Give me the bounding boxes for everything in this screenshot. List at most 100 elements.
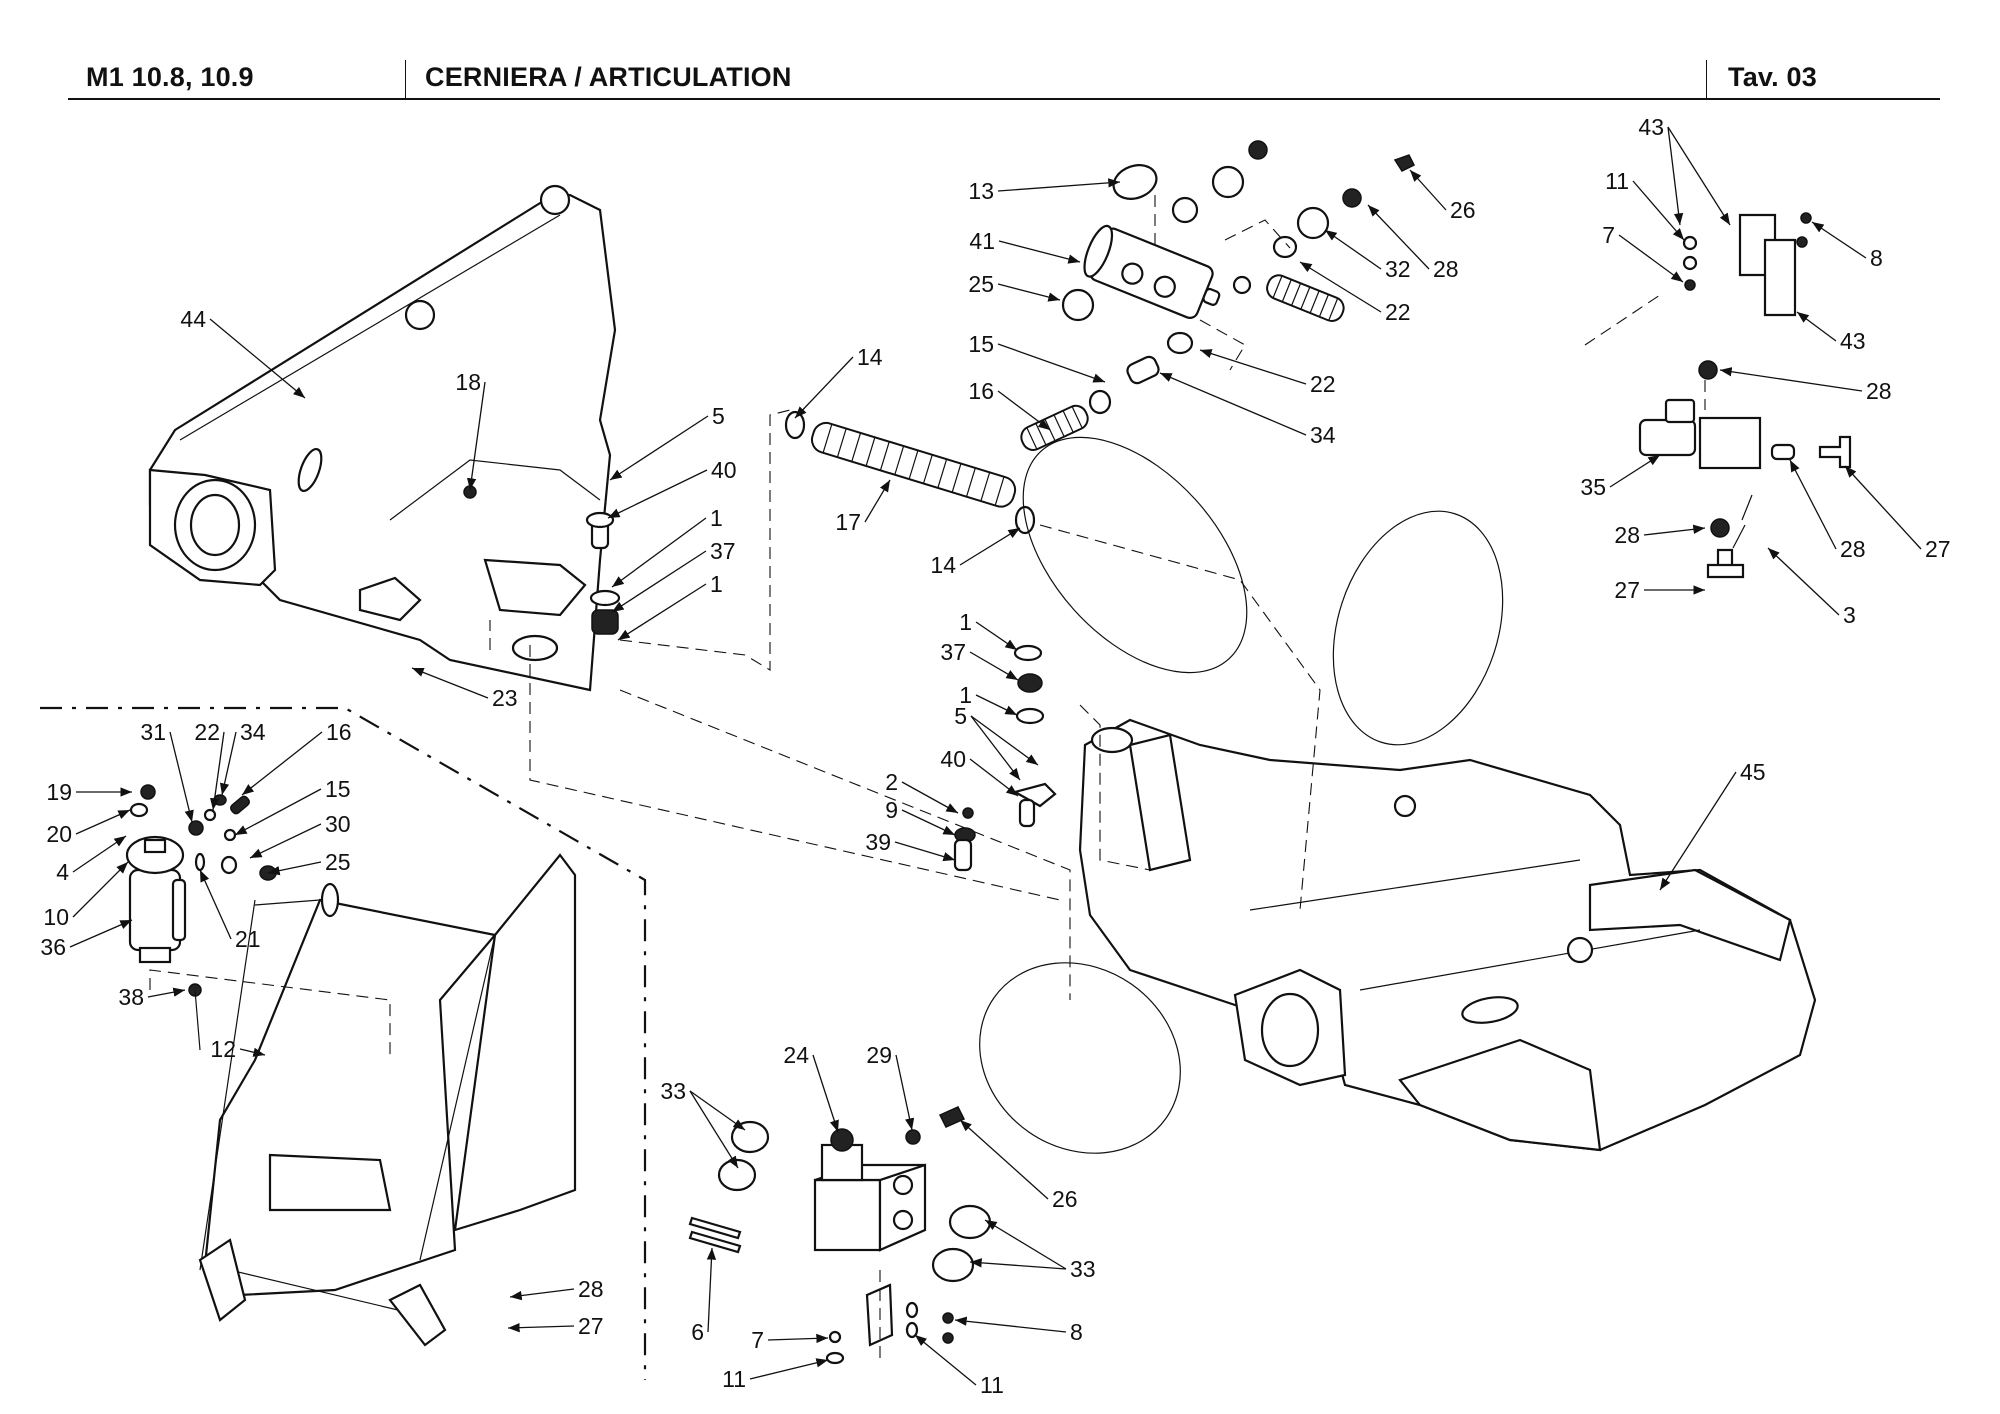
callout-24[interactable]: 24 [783, 1042, 839, 1133]
callout-20[interactable]: 20 [46, 809, 131, 847]
callout-43[interactable]: 43 [1638, 114, 1731, 226]
callout-label: 18 [455, 369, 481, 395]
callout-9[interactable]: 9 [885, 797, 956, 836]
callout-22[interactable]: 22 [1199, 349, 1336, 397]
callout-26[interactable]: 26 [1409, 169, 1476, 223]
callout-16[interactable]: 16 [241, 719, 352, 796]
callout-44[interactable]: 44 [180, 306, 306, 399]
valve-block-24[interactable] [688, 1106, 992, 1365]
hose-assembly-17[interactable] [784, 410, 1036, 535]
leader-line [241, 731, 323, 796]
callout-22[interactable]: 22 [1299, 261, 1411, 325]
callout-11[interactable]: 11 [914, 1334, 1004, 1398]
leader-line [914, 1334, 977, 1386]
callout-16[interactable]: 16 [968, 378, 1051, 431]
valve-bracket-43[interactable] [1682, 212, 1812, 317]
callout-38[interactable]: 38 [118, 984, 186, 1010]
callout-41[interactable]: 41 [969, 228, 1081, 264]
callout-34[interactable]: 34 [219, 719, 266, 796]
callout-15[interactable]: 15 [234, 776, 351, 836]
pivot-pin-lower[interactable] [953, 644, 1057, 872]
callout-28[interactable]: 28 [1789, 459, 1866, 562]
callout-33[interactable]: 33 [660, 1078, 746, 1169]
callout-8[interactable]: 8 [954, 1316, 1083, 1345]
callout-34[interactable]: 34 [1159, 372, 1336, 448]
callout-1[interactable]: 1 [617, 571, 723, 641]
callout-33[interactable]: 33 [969, 1219, 1096, 1282]
callout-label: 19 [46, 779, 72, 805]
rear-frame-part[interactable] [148, 184, 617, 692]
callout-25[interactable]: 25 [267, 849, 351, 876]
callout-40[interactable]: 40 [940, 746, 1019, 797]
callout-28[interactable]: 28 [1719, 367, 1892, 404]
callout-31[interactable]: 31 [140, 719, 194, 823]
callout-19[interactable]: 19 [46, 779, 132, 805]
callout-40[interactable]: 40 [607, 457, 737, 519]
filter-36[interactable] [125, 784, 277, 964]
callout-30[interactable]: 30 [249, 811, 351, 859]
callout-3[interactable]: 3 [1767, 547, 1856, 628]
callout-32[interactable]: 32 [1324, 229, 1411, 282]
leader-line [864, 479, 891, 523]
callout-4[interactable]: 4 [56, 835, 127, 885]
callout-12[interactable]: 12 [210, 1036, 266, 1062]
callout-6[interactable]: 6 [691, 1247, 717, 1345]
callout-10[interactable]: 10 [43, 861, 129, 930]
callout-11[interactable]: 11 [1605, 168, 1685, 241]
callout-1[interactable]: 1 [611, 505, 723, 588]
callout-8[interactable]: 8 [1811, 221, 1883, 271]
callout-21[interactable]: 21 [199, 869, 261, 952]
leader-line [689, 1090, 739, 1169]
detail-bubble-manifold [1022, 436, 1248, 674]
leader-line [239, 1047, 266, 1057]
callout-36[interactable]: 36 [40, 919, 133, 960]
callout-1[interactable]: 1 [959, 682, 1018, 716]
callout-35[interactable]: 35 [1580, 454, 1661, 500]
callout-37[interactable]: 37 [611, 538, 736, 613]
loader-frame-part[interactable] [188, 853, 577, 1347]
callout-45[interactable]: 45 [1659, 759, 1766, 891]
callout-28[interactable]: 28 [1614, 522, 1706, 548]
callout-5[interactable]: 5 [609, 403, 725, 481]
leader-line [1324, 229, 1382, 270]
callout-11[interactable]: 11 [722, 1358, 829, 1392]
callout-14[interactable]: 14 [794, 344, 883, 419]
callout-39[interactable]: 39 [865, 829, 956, 862]
leader-line [1667, 126, 1731, 226]
leader-line [72, 861, 129, 918]
callout-27[interactable]: 27 [1844, 465, 1951, 562]
callout-43[interactable]: 43 [1796, 311, 1866, 354]
callout-label: 1 [959, 682, 972, 708]
callout-28[interactable]: 28 [1367, 204, 1459, 282]
callout-17[interactable]: 17 [835, 479, 891, 535]
callout-5[interactable]: 5 [954, 703, 1039, 781]
callout-14[interactable]: 14 [930, 527, 1021, 578]
callout-37[interactable]: 37 [940, 639, 1019, 681]
front-frame-part[interactable] [1078, 718, 1817, 1152]
callout-label: 33 [1070, 1256, 1096, 1282]
callout-13[interactable]: 13 [968, 178, 1121, 204]
callout-22[interactable]: 22 [194, 719, 225, 811]
leader-line [794, 356, 854, 419]
callout-28[interactable]: 28 [509, 1276, 604, 1302]
callout-label: 29 [866, 1042, 892, 1068]
callout-27[interactable]: 27 [1614, 577, 1705, 603]
callout-27[interactable]: 27 [507, 1313, 604, 1339]
callout-2[interactable]: 2 [885, 769, 959, 814]
leader-line [1643, 524, 1706, 536]
manifold-41[interactable] [1018, 140, 1416, 454]
callout-23[interactable]: 23 [411, 667, 518, 711]
callout-1[interactable]: 1 [959, 609, 1018, 651]
solenoid-valve-35[interactable] [1638, 360, 1852, 579]
callout-18[interactable]: 18 [455, 369, 486, 491]
callout-7[interactable]: 7 [1602, 222, 1684, 283]
callout-15[interactable]: 15 [968, 331, 1106, 383]
leader-line [609, 415, 709, 481]
leader-line [901, 781, 959, 814]
callout-26[interactable]: 26 [959, 1119, 1078, 1212]
callout-25[interactable]: 25 [968, 271, 1061, 302]
callout-7[interactable]: 7 [751, 1327, 829, 1353]
callout-label: 43 [1638, 114, 1664, 140]
callout-29[interactable]: 29 [866, 1042, 915, 1131]
pivot-pin-upper[interactable] [585, 511, 621, 635]
